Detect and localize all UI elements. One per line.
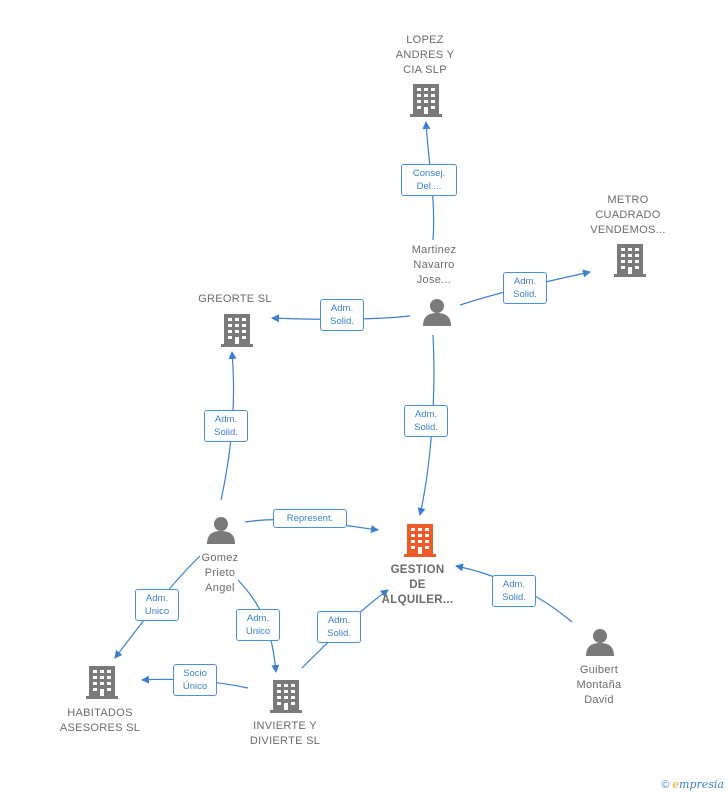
building-icon [614,244,646,277]
edge-label-gomez-greorte[interactable]: Adm. Solid. [204,410,248,442]
node-gestion-label[interactable]: GESTION DE ALQUILER... [381,564,454,606]
node-greorte-label[interactable]: GREORTE SL [198,293,272,305]
brand-rest: mpresia [679,778,724,791]
footer-brand: © empresia [661,778,724,791]
node-habitados-label[interactable]: HABITADOS ASESORES SL [59,707,141,734]
building-icon [270,680,302,713]
brand-logo: empresia [673,778,724,791]
edge-label-guibert-gestion[interactable]: Adm. Solid. [492,575,536,607]
edge-label-gomez-invierte[interactable]: Adm. Unico [236,609,280,641]
building-icon [404,524,436,557]
node-metro-label[interactable]: METRO CUADRADO VENDEMOS... [590,194,666,236]
edge-label-martinez-greorte[interactable]: Adm. Solid. [320,299,364,331]
node-martinez-label[interactable]: Martinez Navarro Jose... [411,244,457,286]
edge-label-invierte-habitados[interactable]: Socio Único [173,664,217,696]
brand-e: e [672,778,680,791]
edge-label-gomez-habitados[interactable]: Adm. Unico [135,589,179,621]
edge-label-martinez-lopez[interactable]: Consej. Del.... [401,164,457,196]
node-guibert-label[interactable]: Guibert Montaña David [576,664,622,706]
node-lopez-label[interactable]: LOPEZ ANDRES Y CIA SLP [395,34,455,76]
edge-label-martinez-gestion[interactable]: Adm. Solid. [404,405,448,437]
edge-label-invierte-gestion[interactable]: Adm. Solid. [317,611,361,643]
edge-label-gomez-gestion[interactable]: Represent. [273,509,347,528]
person-icon [586,629,614,656]
node-gomez-label[interactable]: Gomez Prieto Angel [201,552,239,594]
building-icon [221,314,253,347]
person-icon [423,299,451,326]
edge-label-martinez-metro[interactable]: Adm. Solid. [503,272,547,304]
node-invierte-label[interactable]: INVIERTE Y DIVIERTE SL [249,720,321,747]
copyright-symbol: © [661,779,670,791]
building-icon [410,84,442,117]
building-icon [86,666,118,699]
person-icon [207,517,235,544]
